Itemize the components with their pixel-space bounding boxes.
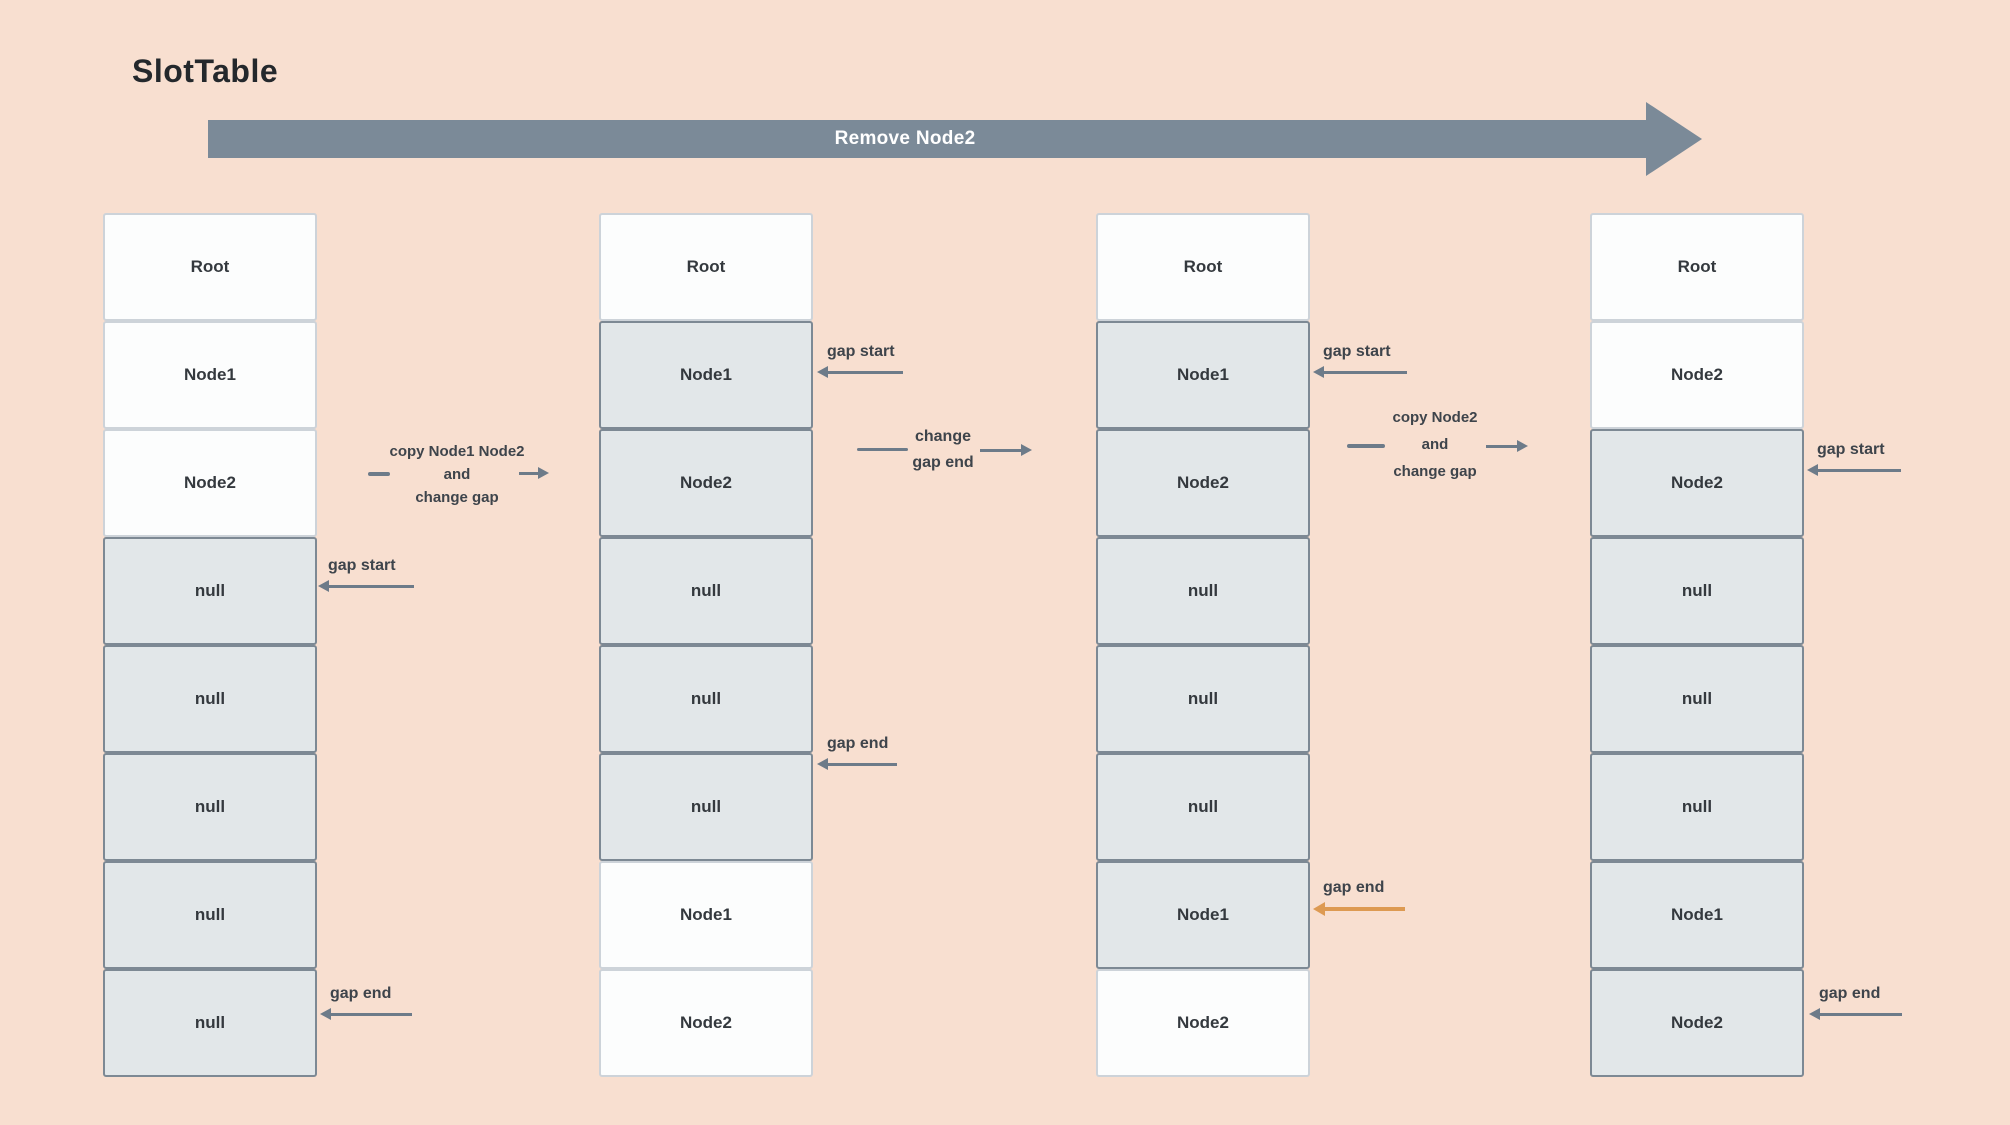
transition-text: gap end — [912, 454, 974, 471]
slot-cell: null — [103, 645, 317, 753]
gap-end-annotation-col4: gap end — [1809, 984, 1902, 1021]
transition-text: copy Node2 — [1392, 409, 1478, 426]
arrow-left-icon — [320, 1007, 412, 1021]
slot-cell: Node2 — [103, 429, 317, 537]
arrow-left-icon — [318, 579, 414, 593]
slot-cell: Node1 — [599, 861, 813, 969]
page-title: SlotTable — [132, 53, 279, 89]
transition-text: and — [1421, 436, 1449, 453]
slot-cell: null — [1590, 645, 1804, 753]
gap-end-annotation-col1: gap end — [320, 984, 412, 1021]
gap-label: gap end — [827, 735, 889, 752]
slot-cell: null — [599, 645, 813, 753]
gap-label: gap start — [328, 557, 396, 574]
slot-cell: null — [1096, 753, 1310, 861]
slot-cell: Node2 — [599, 429, 813, 537]
slot-cell: Node1 — [1096, 861, 1310, 969]
arrow-left-icon — [1809, 1007, 1902, 1021]
slot-cell: Node1 — [599, 321, 813, 429]
dash-icon — [1347, 444, 1385, 448]
slot-cell: Root — [1096, 213, 1310, 321]
slot-cell: Root — [103, 213, 317, 321]
dash-icon — [857, 448, 908, 451]
slot-cell: null — [103, 537, 317, 645]
remove-node2-arrow: Remove Node2 — [208, 120, 1646, 158]
arrow-left-icon — [1313, 365, 1407, 379]
gap-end-annotation-col2: gap end — [817, 734, 897, 771]
slot-column-2: Root Node1 Node2 null null null Node1 No… — [599, 213, 813, 1077]
arrow-right-icon — [519, 466, 549, 480]
slot-cell: null — [599, 753, 813, 861]
slot-cell: Root — [599, 213, 813, 321]
arrow-left-icon — [817, 757, 897, 771]
gap-label: gap end — [1819, 985, 1881, 1002]
arrow-right-head-icon — [1646, 102, 1702, 176]
gap-start-annotation-col4: gap start — [1807, 440, 1901, 477]
slot-column-1: Root Node1 Node2 null null null null nul… — [103, 213, 317, 1077]
transition-text: change gap — [1393, 463, 1477, 480]
transition-label-1: copy Node1 Node2 and change gap — [357, 440, 557, 509]
arrow-left-orange-icon — [1313, 901, 1405, 917]
transition-text: change — [914, 428, 971, 445]
gap-label: gap end — [1323, 879, 1385, 896]
gap-label: gap start — [827, 343, 895, 360]
slot-cell: Node2 — [1096, 429, 1310, 537]
gap-start-annotation-col1: gap start — [318, 556, 414, 593]
arrow-right-icon — [980, 443, 1032, 457]
slot-cell: Root — [1590, 213, 1804, 321]
slot-cell: null — [103, 969, 317, 1077]
transition-label-2: change gap end — [845, 424, 1041, 476]
slot-cell: null — [1590, 537, 1804, 645]
gap-end-annotation-col3: gap end — [1313, 878, 1405, 917]
remove-node2-arrow-label: Remove Node2 — [834, 128, 976, 149]
slot-cell: null — [1096, 645, 1310, 753]
slot-cell: Node1 — [103, 321, 317, 429]
slot-cell: null — [1590, 753, 1804, 861]
arrow-left-icon — [1807, 463, 1901, 477]
arrow-right-icon — [1486, 439, 1528, 453]
gap-start-annotation-col2: gap start — [817, 342, 903, 379]
slot-cell: null — [103, 861, 317, 969]
slot-cell: null — [599, 537, 813, 645]
slot-cell: null — [103, 753, 317, 861]
slot-cell: Node2 — [1590, 429, 1804, 537]
slot-cell: Node1 — [1096, 321, 1310, 429]
arrow-left-icon — [817, 365, 903, 379]
transition-text: copy Node1 Node2 — [389, 443, 525, 460]
slot-cell: Node2 — [1590, 321, 1804, 429]
dash-icon — [368, 472, 390, 476]
slot-cell: Node2 — [1590, 969, 1804, 1077]
slot-cell: Node1 — [1590, 861, 1804, 969]
gap-start-annotation-col3: gap start — [1313, 342, 1407, 379]
slot-cell: Node2 — [1096, 969, 1310, 1077]
slot-cell: null — [1096, 537, 1310, 645]
slot-column-3: Root Node1 Node2 null null null Node1 No… — [1096, 213, 1310, 1077]
gap-label: gap end — [330, 985, 392, 1002]
slot-column-4: Root Node2 Node2 null null null Node1 No… — [1590, 213, 1804, 1077]
transition-text: change gap — [415, 489, 499, 506]
slot-cell: Node2 — [599, 969, 813, 1077]
transition-text: and — [443, 466, 471, 483]
gap-label: gap start — [1817, 441, 1885, 458]
transition-label-3: copy Node2 and change gap — [1337, 404, 1533, 485]
gap-label: gap start — [1323, 343, 1391, 360]
